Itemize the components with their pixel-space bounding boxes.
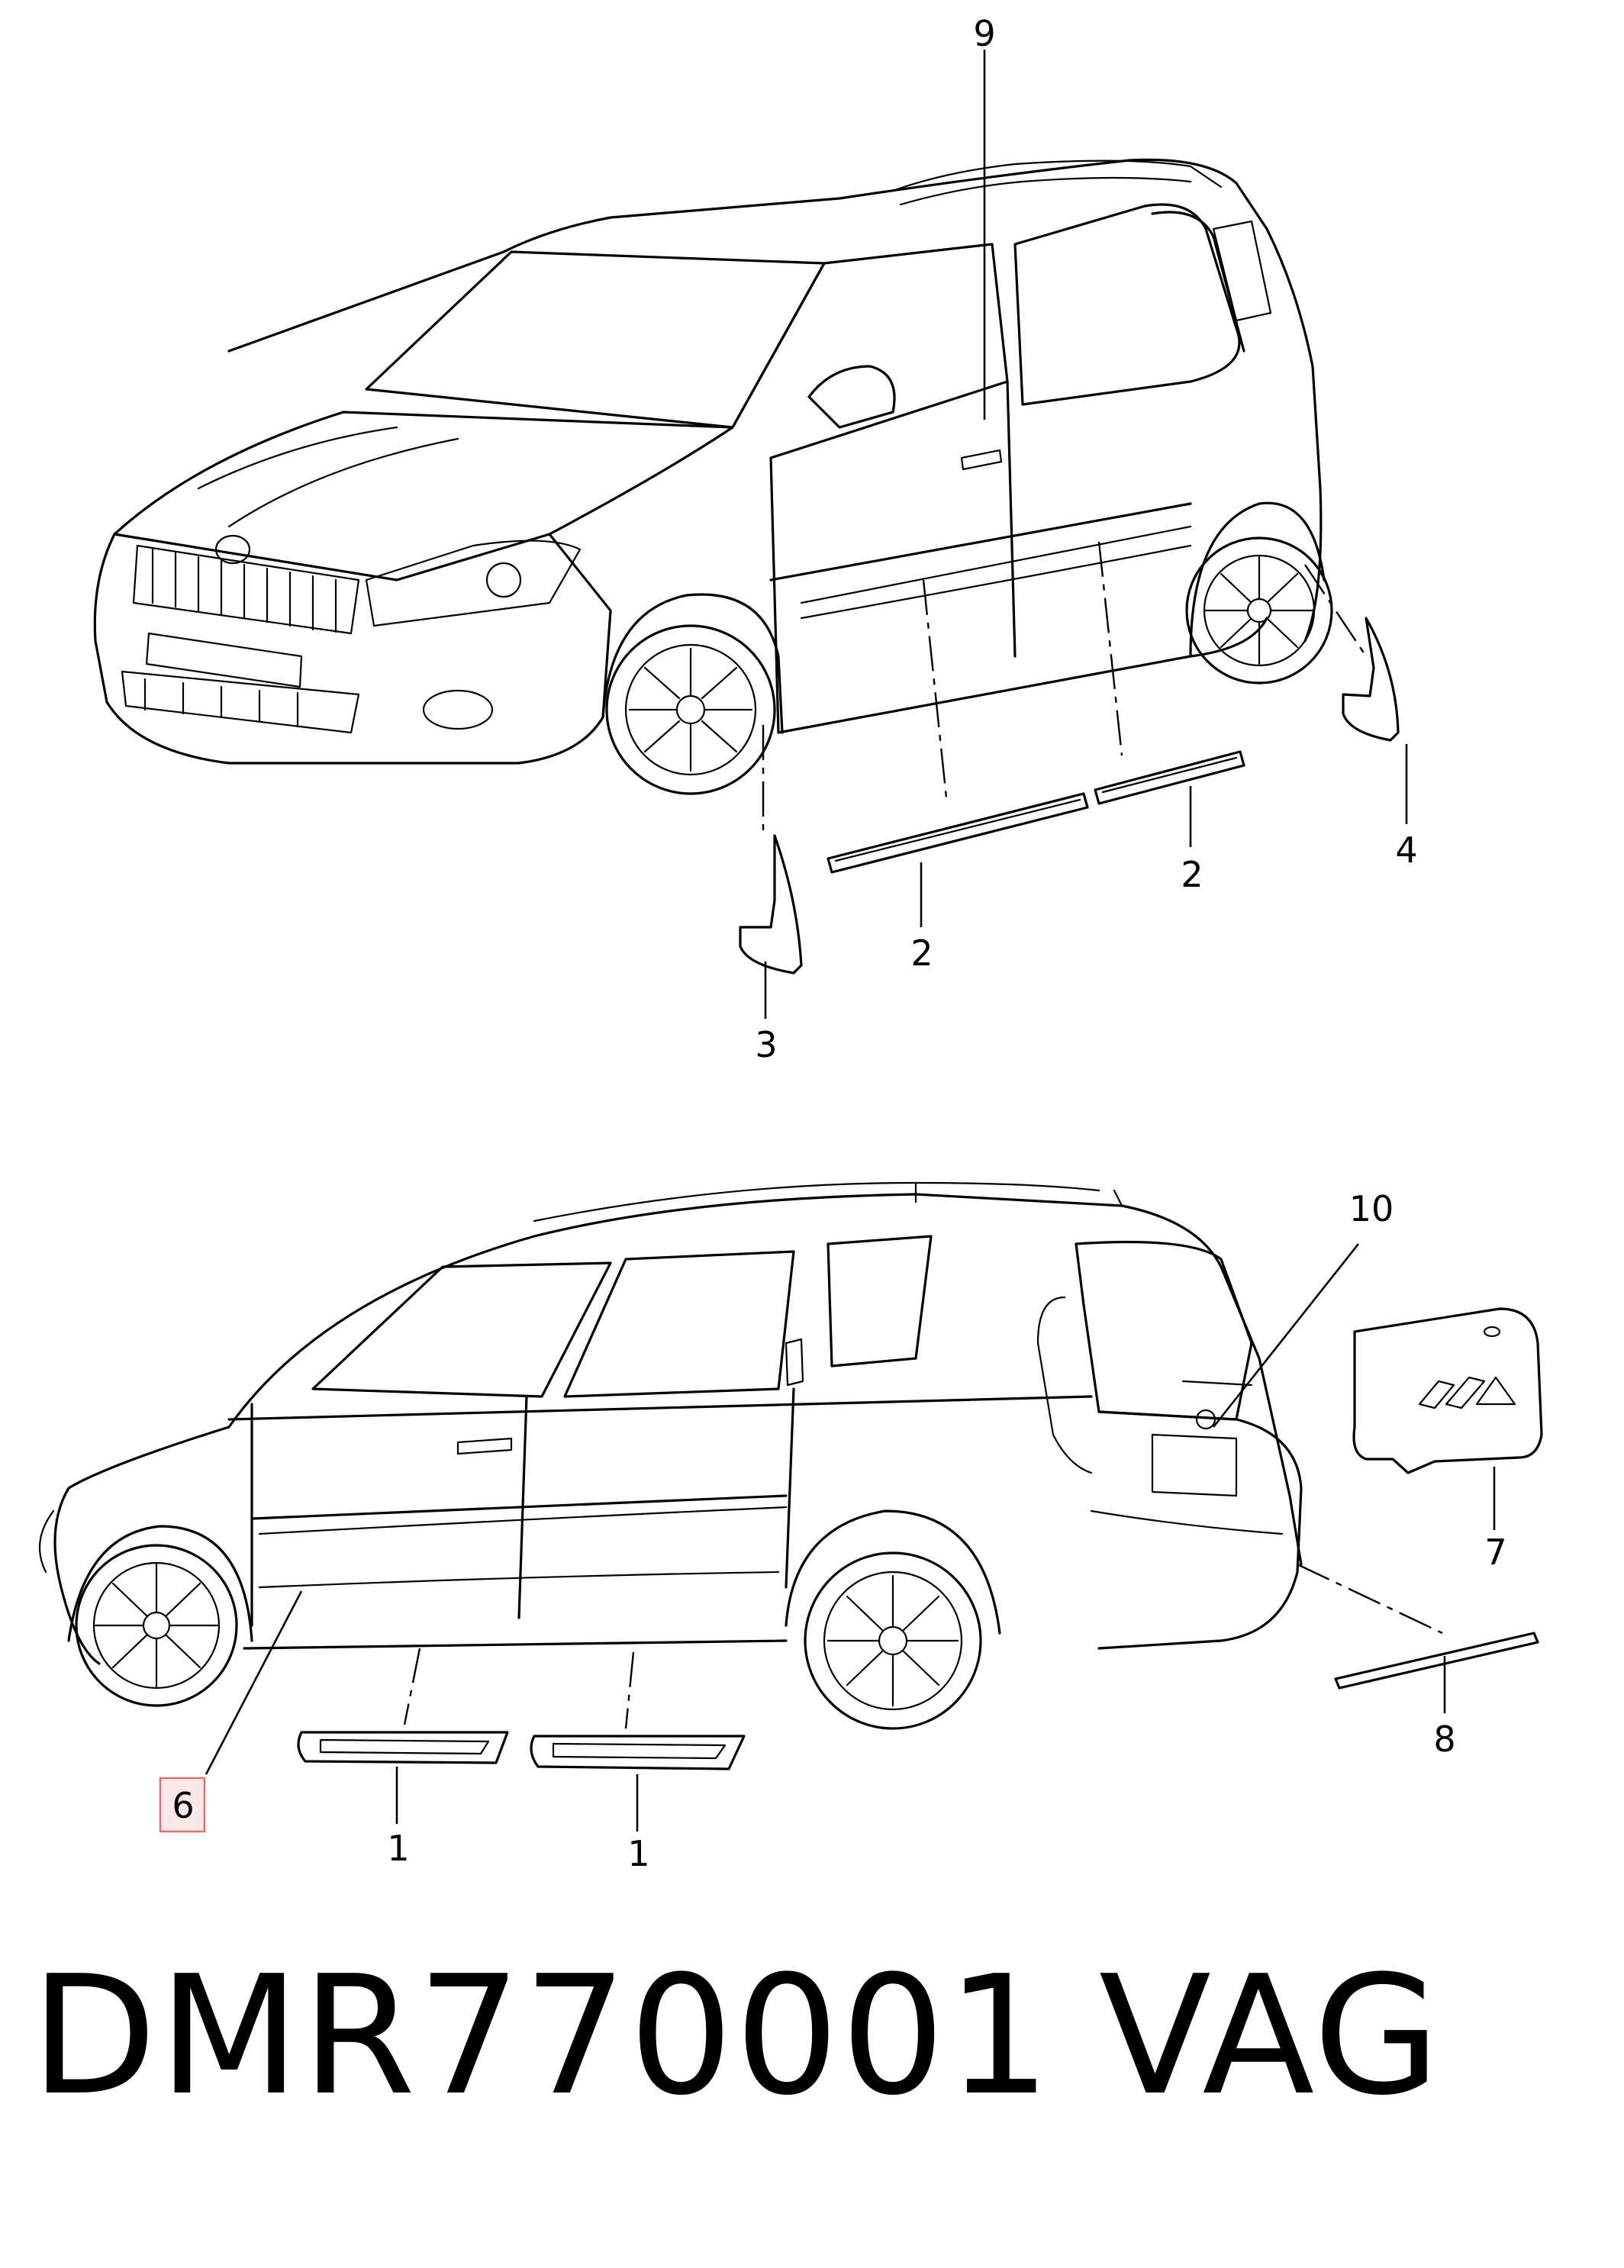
car-rear-view	[38, 1181, 1303, 1730]
bumper-protection-foil	[1352, 1307, 1543, 1474]
sill-plate-rear	[530, 1735, 746, 1770]
callout-2-front: 2	[910, 933, 933, 974]
mud-flap-front	[739, 834, 803, 975]
callout-8: 8	[1433, 1719, 1455, 1760]
callout-6: 6	[172, 1785, 194, 1826]
brand-label: VAG	[1099, 1940, 1442, 2131]
callout-1-front: 1	[387, 1828, 409, 1869]
car-front-view	[93, 158, 1333, 795]
callout-6-highlight	[159, 1777, 206, 1833]
callout-10: 10	[1349, 1188, 1394, 1229]
callout-4: 4	[1395, 830, 1417, 871]
sill-plate-front	[297, 1731, 509, 1764]
door-trim-strip-rear	[1094, 750, 1245, 805]
callout-3: 3	[755, 1024, 777, 1065]
mud-flap-rear	[1342, 617, 1400, 742]
rear-bumper-trim-strip	[1334, 1632, 1539, 1690]
part-number-label: DMR770001	[31, 1940, 1053, 2131]
callout-7: 7	[1484, 1532, 1506, 1573]
callout-1-rear: 1	[627, 1833, 649, 1874]
door-trim-strip-front	[826, 792, 1089, 874]
callout-9: 9	[973, 13, 995, 54]
callout-2-rear: 2	[1181, 854, 1203, 895]
